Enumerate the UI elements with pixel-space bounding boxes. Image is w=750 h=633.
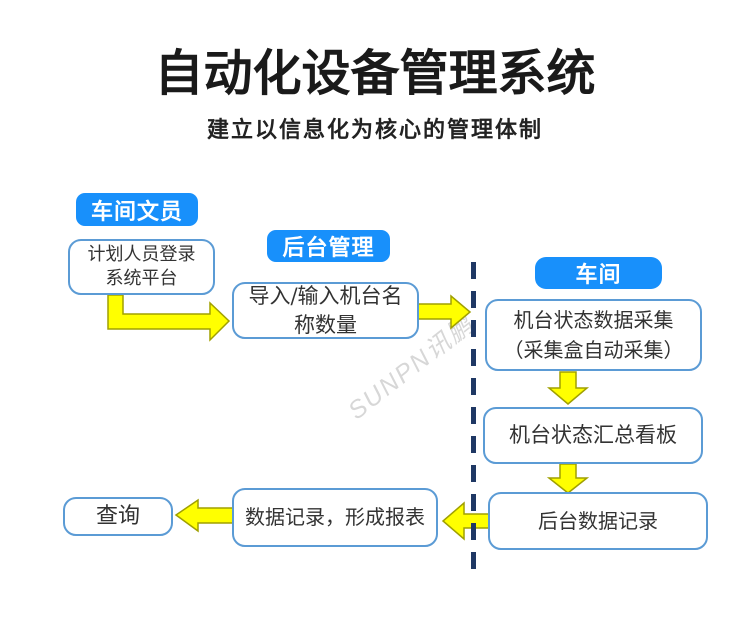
- node-planner-login: 计划人员登录 系统平台: [68, 239, 215, 295]
- node-status-summary-board: 机台状态汇总看板: [483, 407, 703, 464]
- node-import-machine-names: 导入/输入机台名 称数量: [232, 282, 419, 339]
- group-label-workshop: 车间: [535, 257, 662, 289]
- page-subtitle: 建立以信息化为核心的管理体制: [206, 117, 543, 142]
- group-label-backend-management: 后台管理: [267, 230, 390, 262]
- arrow-login-to-import: [107, 294, 231, 342]
- arrow-collect-to-board: [546, 371, 590, 405]
- node-backend-data-record: 后台数据记录: [488, 492, 708, 550]
- arrow-board-to-record: [546, 463, 590, 494]
- arrow-record-to-report: [441, 501, 491, 541]
- page-title: 自动化设备管理系统: [154, 47, 596, 101]
- arrow-import-to-collect: [416, 294, 472, 330]
- node-machine-status-collection: 机台状态数据采集 （采集盒自动采集）: [485, 299, 702, 371]
- group-label-workshop-clerk: 车间文员: [76, 193, 198, 226]
- node-data-record-report: 数据记录，形成报表: [232, 488, 438, 547]
- arrow-report-to-query: [174, 498, 234, 533]
- node-query: 查询: [63, 497, 173, 536]
- section-divider-dashed-line: [471, 262, 476, 573]
